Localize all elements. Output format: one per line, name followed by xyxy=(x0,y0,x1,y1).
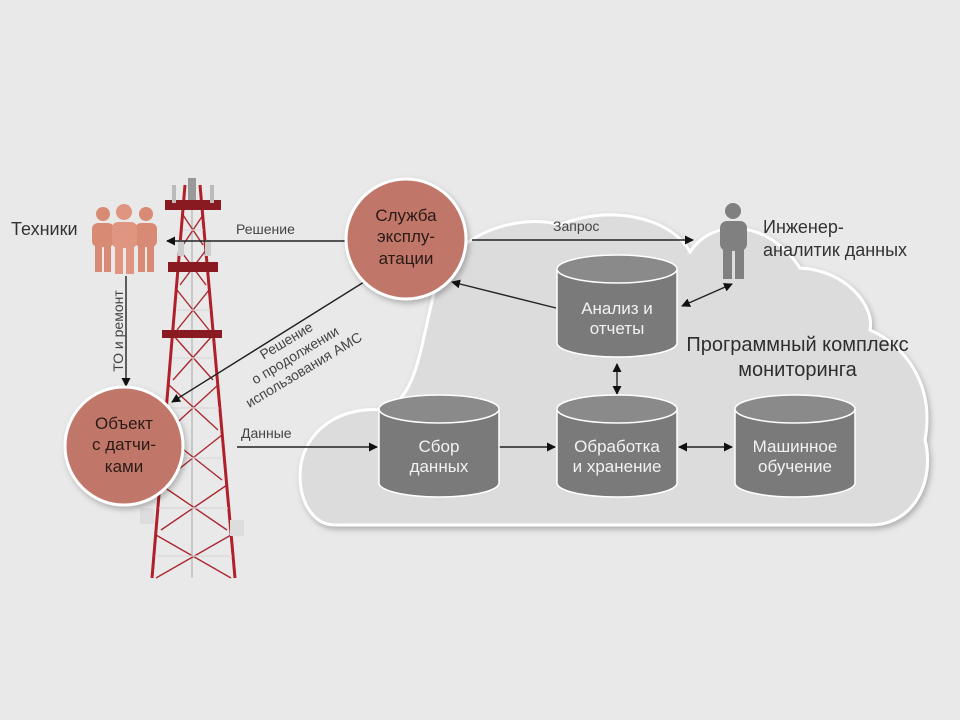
db-analysis-shape xyxy=(556,254,678,358)
db-ml-label: Машинное обучение xyxy=(752,437,838,477)
edge-maintenance-label: ТО и ремонт xyxy=(110,290,126,372)
db-ml-shape xyxy=(734,394,856,498)
edge-request-label: Запрос xyxy=(553,218,600,234)
db-process-shape xyxy=(556,394,678,498)
analyst-label: Инженер- аналитик данных xyxy=(763,217,908,261)
edge-decision-label: Решение xyxy=(236,221,295,237)
db-collect-label: Сбор данных xyxy=(409,437,469,477)
technicians-label: Техники xyxy=(11,219,78,239)
technicians-icon xyxy=(92,204,157,274)
arrow-decision-continue xyxy=(171,281,365,403)
analyst-icon xyxy=(720,203,747,279)
arrow-analysis-to-service xyxy=(451,279,557,309)
object-node-label: Объект с датчи- ками xyxy=(91,414,157,476)
cloud-title: Программный комплекс мониторинга xyxy=(686,334,909,381)
arrow-analysis-analyst xyxy=(681,283,733,307)
db-analysis-label: Анализ и отчеты xyxy=(581,299,653,339)
object-node-circle xyxy=(63,385,185,507)
service-node-circle xyxy=(344,177,468,301)
db-process-label: Обработка и хранение xyxy=(572,437,662,477)
service-node-label: Служба эксплу- атации xyxy=(375,206,437,268)
db-collect-shape xyxy=(378,394,500,498)
arrows xyxy=(121,235,733,452)
tower-image xyxy=(140,178,244,579)
edge-data-label: Данные xyxy=(241,425,292,441)
